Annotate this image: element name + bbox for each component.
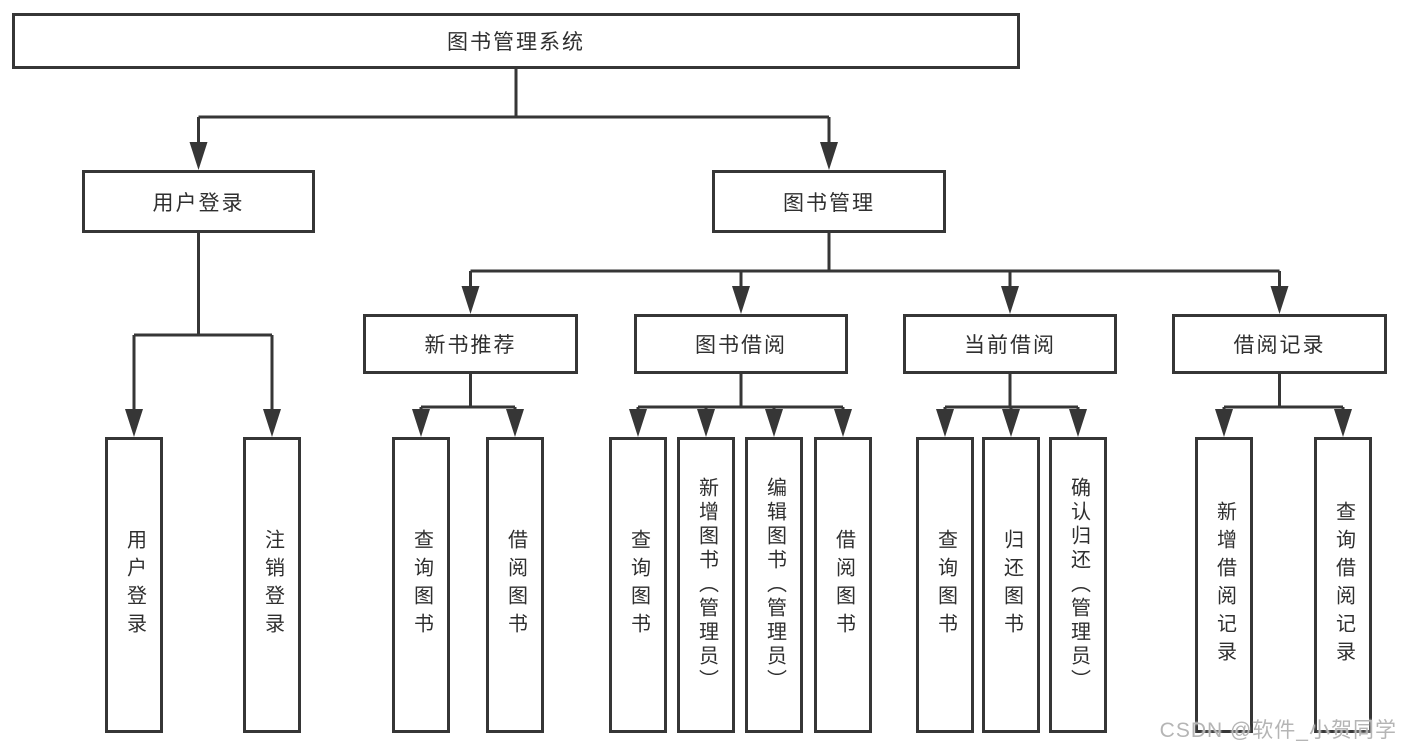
leaf-add-book-admin: 新增图书（管理员）: [677, 437, 735, 733]
leaf-query-books-borrow-label: 查询图书: [627, 529, 650, 641]
leaf-query-books-recommend-label: 查询图书: [410, 529, 433, 641]
node-user-login-label: 用户登录: [152, 191, 245, 215]
leaf-confirm-return-admin: 确认归还（管理员）: [1049, 437, 1107, 733]
leaf-query-books-borrow: 查询图书: [609, 437, 667, 733]
leaf-query-books-current-label: 查询图书: [934, 529, 957, 641]
csdn-watermark: CSDN @软件_小贺同学: [1159, 719, 1397, 742]
leaf-logout: 注销登录: [243, 437, 301, 733]
node-root-label: 图书管理系统: [447, 31, 585, 54]
node-current-borrow: 当前借阅: [903, 314, 1117, 374]
node-book-management: 图书管理: [712, 170, 946, 233]
node-current-borrow-label: 当前借阅: [964, 334, 1056, 357]
node-new-book-recommend: 新书推荐: [363, 314, 578, 374]
leaf-borrow-books-label: 借阅图书: [832, 529, 855, 641]
leaf-add-borrow-record-label: 新增借阅记录: [1213, 501, 1236, 669]
leaf-user-login: 用户登录: [105, 437, 163, 733]
leaf-query-borrow-record: 查询借阅记录: [1314, 437, 1372, 733]
node-borrow-records-label: 借阅记录: [1233, 334, 1326, 357]
leaf-confirm-return-admin-label: 确认归还（管理员）: [1067, 477, 1090, 693]
leaf-query-borrow-record-label: 查询借阅记录: [1332, 501, 1355, 669]
leaf-query-books-current: 查询图书: [916, 437, 974, 733]
leaf-edit-book-admin-label: 编辑图书（管理员）: [763, 477, 786, 693]
node-root-system: 图书管理系统: [12, 13, 1020, 69]
node-book-borrow: 图书借阅: [634, 314, 848, 374]
node-book-borrow-label: 图书借阅: [695, 334, 787, 357]
leaf-borrow-books: 借阅图书: [814, 437, 872, 733]
leaf-user-login-label: 用户登录: [123, 529, 146, 641]
node-borrow-records: 借阅记录: [1172, 314, 1387, 374]
leaf-add-borrow-record: 新增借阅记录: [1195, 437, 1253, 733]
leaf-logout-label: 注销登录: [261, 529, 284, 641]
leaf-borrow-books-recommend: 借阅图书: [486, 437, 544, 733]
node-user-login: 用户登录: [82, 170, 315, 233]
leaf-borrow-books-recommend-label: 借阅图书: [504, 529, 527, 641]
leaf-return-book-label: 归还图书: [1000, 529, 1023, 641]
leaf-return-book: 归还图书: [982, 437, 1040, 733]
leaf-add-book-admin-label: 新增图书（管理员）: [695, 477, 718, 693]
leaf-query-books-recommend: 查询图书: [392, 437, 450, 733]
node-new-book-recommend-label: 新书推荐: [424, 334, 517, 357]
leaf-edit-book-admin: 编辑图书（管理员）: [745, 437, 803, 733]
node-book-management-label: 图书管理: [783, 191, 875, 215]
